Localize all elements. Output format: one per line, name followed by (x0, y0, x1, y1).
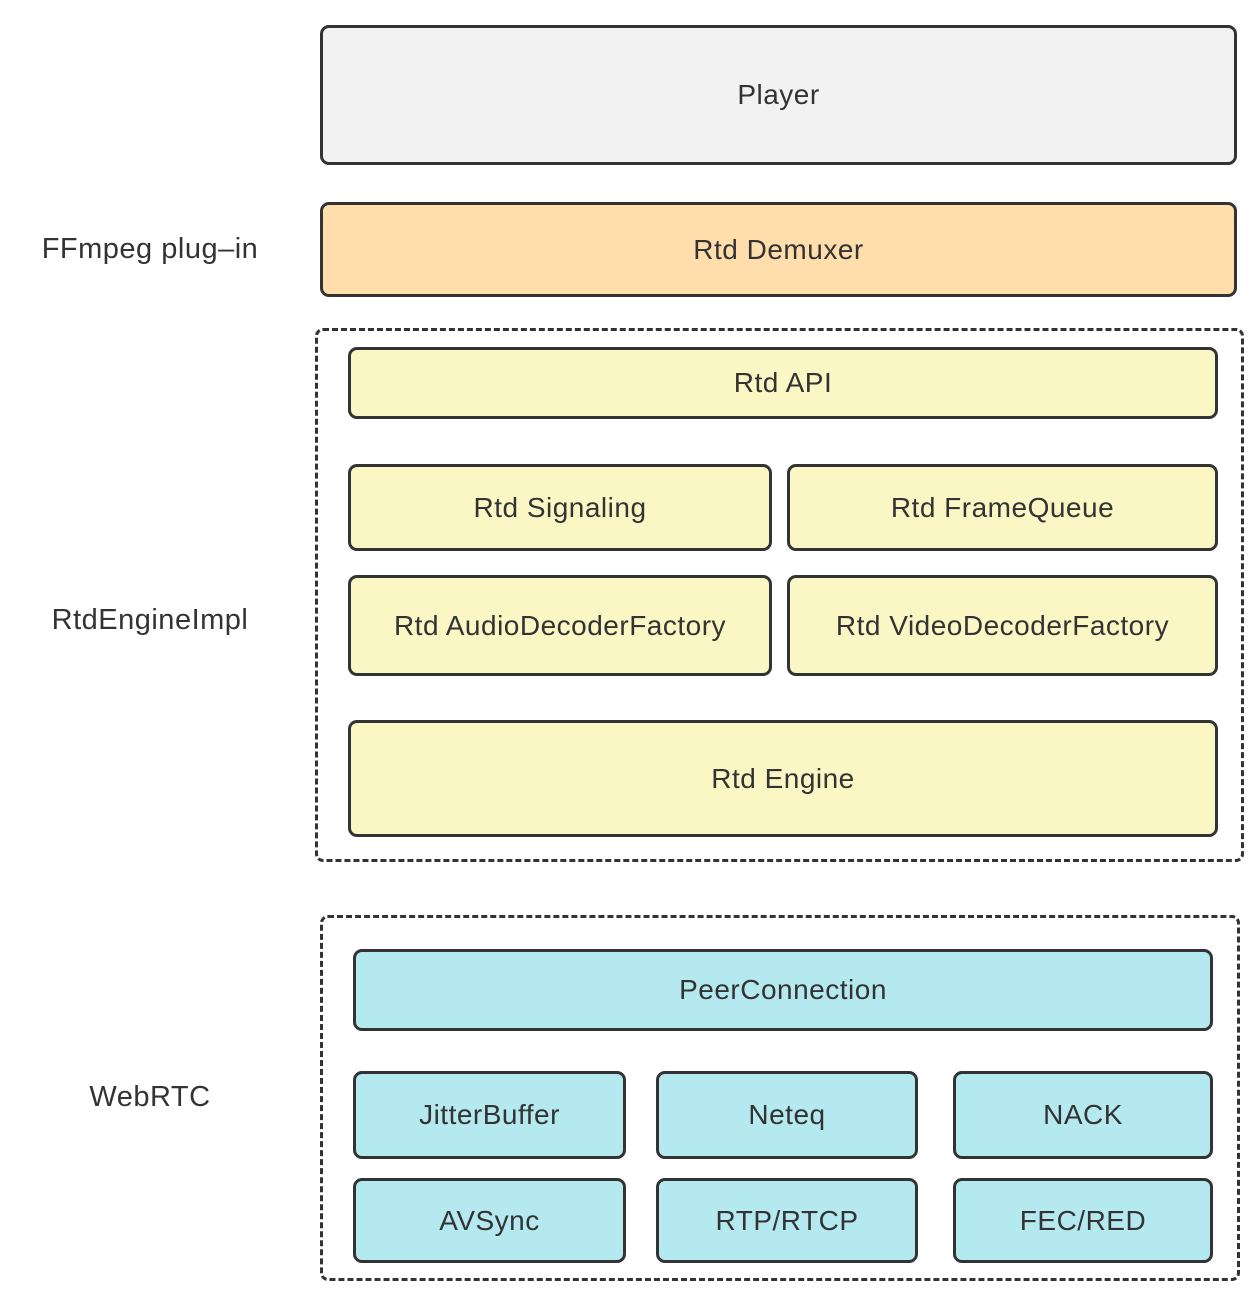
rtd-demuxer-box: Rtd Demuxer (320, 202, 1237, 297)
rtd-engine-impl-group: Rtd API Rtd Signaling Rtd FrameQueue Rtd… (315, 328, 1244, 862)
rtd-audio-decoder-factory-box: Rtd AudioDecoderFactory (348, 575, 772, 676)
peer-connection-box: PeerConnection (353, 949, 1213, 1031)
avsync-box: AVSync (353, 1178, 626, 1263)
rtd-signaling-box: Rtd Signaling (348, 464, 772, 551)
rtd-video-decoder-factory-box: Rtd VideoDecoderFactory (787, 575, 1218, 676)
fec-red-box: FEC/RED (953, 1178, 1213, 1263)
rtd-engine-box: Rtd Engine (348, 720, 1218, 837)
webrtc-group: PeerConnection JitterBuffer Neteq NACK A… (320, 915, 1240, 1281)
rtp-rtcp-box: RTP/RTCP (656, 1178, 918, 1263)
rtd-api-box: Rtd API (348, 347, 1218, 419)
jitter-buffer-box: JitterBuffer (353, 1071, 626, 1159)
webrtc-label: WebRTC (89, 1081, 211, 1113)
rtd-framequeue-box: Rtd FrameQueue (787, 464, 1218, 551)
player-box: Player (320, 25, 1237, 165)
neteq-box: Neteq (656, 1071, 918, 1159)
nack-box: NACK (953, 1071, 1213, 1159)
ffmpeg-plugin-label: FFmpeg plug–in (41, 233, 259, 265)
rtd-engine-impl-label: RtdEngineImpl (51, 603, 249, 636)
